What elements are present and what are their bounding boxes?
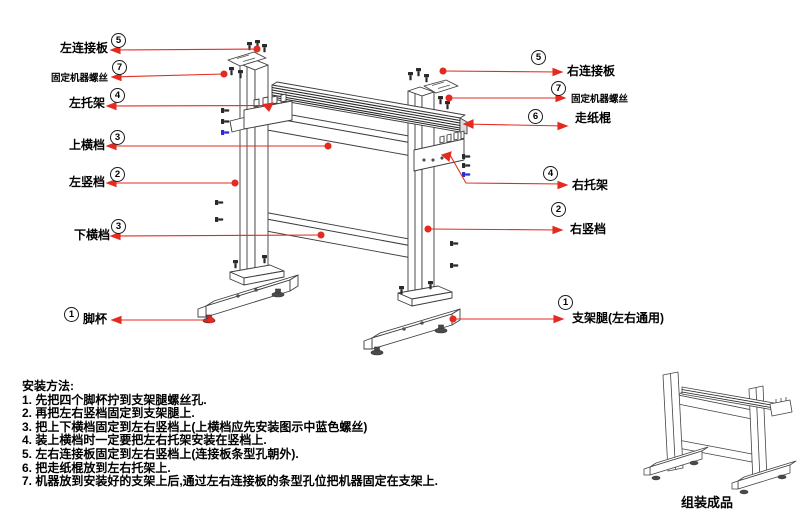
- part-number-badge-3l2: 3: [111, 219, 126, 234]
- part-label-left-connecting-plate: 左连接板: [59, 41, 108, 55]
- right-bracket: [413, 130, 465, 172]
- part-label-machine-fixing-screws-right: 固定机器螺丝: [571, 94, 629, 105]
- part-label-left-bracket: 左托架: [68, 96, 105, 110]
- part-number-badge-2r: 2: [551, 202, 566, 217]
- paper-roller: [271, 81, 468, 135]
- part-label-right-bracket: 右托架: [572, 178, 609, 192]
- part-number-badge-7l: 7: [112, 60, 127, 75]
- part-label-stand-leg: 支架腿(左右通用): [572, 311, 664, 325]
- assembled-product-figure: [643, 371, 797, 495]
- part-number-badge-5l: 5: [111, 33, 126, 48]
- part-label-lower-crossbar: 下横档: [73, 228, 110, 242]
- instruction-step-6: 6. 把走纸棍放到左右托架上.: [22, 460, 171, 475]
- part-number-badge-6r: 6: [528, 109, 543, 124]
- left-stand-leg: [197, 274, 299, 318]
- part-label-upper-crossbar: 上横档: [68, 138, 105, 152]
- left-connecting-plate: [227, 51, 267, 67]
- right-vertical-post: [397, 86, 453, 307]
- instruction-step-7: 7. 机器放到安装好的支架上后,通过左右连接板的条型孔位把机器固定在支架上.: [22, 474, 439, 489]
- part-label-right-connecting-plate: 右连接板: [567, 64, 616, 78]
- right-connecting-plate: [423, 79, 459, 94]
- part-label-right-vertical-bar: 右竖档: [570, 222, 607, 236]
- instruction-step-1: 1. 先把四个脚杯拧到支架腿螺丝孔.: [22, 392, 207, 407]
- right-stand-leg: [363, 308, 461, 350]
- part-label-left-vertical-bar: 左竖档: [68, 175, 105, 189]
- assembled-product-caption: 组装成品: [681, 495, 734, 510]
- instruction-step-3: 3. 把上下横档固定到左右竖档上(上横档应先安装图示中蓝色螺丝): [22, 419, 368, 434]
- part-number-badge-4l: 4: [110, 88, 125, 103]
- part-label-paper-roller: 走纸棍: [575, 111, 612, 125]
- left-bracket: [229, 93, 293, 133]
- part-number-badge-3l: 3: [110, 130, 125, 145]
- installation-instructions: 安装方法: 1. 先把四个脚杯拧到支架腿螺丝孔. 2. 再把左右竖档固定到支架腿…: [22, 379, 492, 489]
- instruction-step-2: 2. 再把左右竖档固定到支架腿上.: [22, 406, 195, 421]
- part-label-foot-cup: 脚杯: [83, 312, 108, 326]
- instruction-step-4: 4. 装上横档时一定要把左右托架安装在竖档上.: [22, 433, 267, 448]
- part-number-badge-2l: 2: [110, 167, 125, 182]
- lower-crossbar: [249, 210, 421, 259]
- part-number-badge-1l: 1: [64, 307, 79, 322]
- instruction-step-5: 5. 左右连接板固定到左右竖档上(连接板条型孔朝外).: [22, 446, 299, 461]
- leader-lines: [105, 45, 569, 325]
- part-number-badge-4r: 4: [543, 166, 558, 181]
- part-label-machine-fixing-screws-left: 固定机器螺丝: [50, 73, 108, 84]
- part-number-badge-1r: 1: [558, 295, 573, 310]
- part-number-badge-7r: 7: [551, 81, 566, 96]
- instructions-heading: 安装方法:: [22, 379, 74, 393]
- part-number-badge-5r: 5: [531, 50, 546, 65]
